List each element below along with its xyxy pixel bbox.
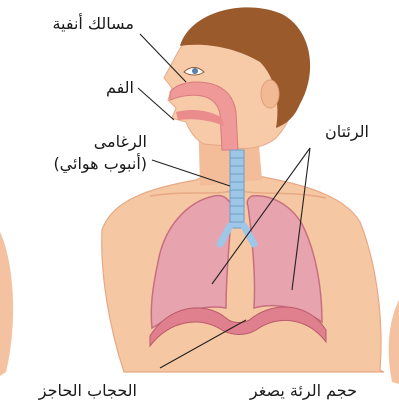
trachea (230, 150, 244, 228)
label-trachea: الرغامى (94, 132, 147, 151)
label-lungs: الرئتان (325, 122, 369, 141)
label-lung-volume: حجم الرئة يصغر (250, 381, 357, 400)
label-mouth: الفم (106, 78, 134, 97)
label-trachea-note: (أنبوب هوائي) (53, 154, 147, 173)
iris (192, 68, 198, 74)
right-neighbor-figure (389, 300, 399, 384)
left-neighbor-figure (0, 232, 13, 376)
label-diaphragm: الحجاب الحاجز (39, 381, 137, 400)
label-nasal-passages: مسالك أنفية (52, 14, 134, 33)
ear (261, 80, 279, 108)
leader-line-mouth (138, 88, 174, 120)
